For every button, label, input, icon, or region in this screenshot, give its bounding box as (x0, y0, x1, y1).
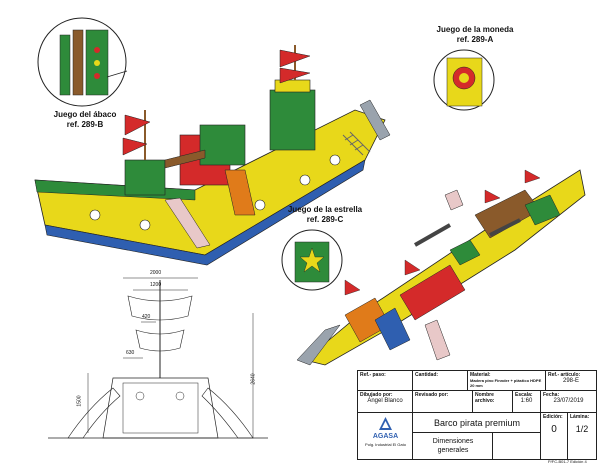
drawing-subtitle-line1: Dimensiones (432, 438, 474, 445)
revisado-cell: Revisado por: (413, 391, 473, 413)
title-block: Ref.- paso: Cantidad: Material: Madera p… (357, 370, 597, 460)
coin-callout-ref: ref. 289-A (456, 35, 494, 44)
cantidad-cell: Cantidad: (413, 371, 468, 391)
coin-callout-title: Juego de la moneda (436, 25, 514, 34)
ref-articulo-cell: Ref.- artículo: 298-E (546, 371, 596, 391)
dim-2640: 2640 (250, 373, 257, 385)
drawing-subtitle-cell: Dimensiones generales (413, 433, 493, 459)
edicion-label: Edición: (543, 414, 563, 420)
company-address: Polg. Industrial El Gato (365, 442, 406, 447)
coin-detail-circle (433, 49, 495, 111)
abacus-callout: Juego del ábaco ref. 289-B (35, 110, 135, 130)
dim-1500: 1500 (76, 395, 83, 407)
ship-isometric-view-main (34, 45, 391, 266)
fecha-value: 23/07/2019 (553, 398, 584, 404)
edicion-value: 0 (551, 424, 557, 435)
fecha-cell: Fecha: 23/07/2019 (541, 391, 596, 413)
footer-code: P/FC-B01-7 Edición 4 (548, 459, 587, 464)
dim-1200: 1200 (150, 282, 162, 288)
nombre-archivo-cell: Nombre archivo: (473, 391, 513, 413)
company-logo-cell: AGASA Polg. Industrial El Gato (358, 413, 413, 459)
nombre-archivo-label: Nombre archivo: (475, 392, 495, 404)
drawing-title-cell: Barco pirata premium (413, 413, 541, 433)
ref-paso-cell: Ref.- paso: (358, 371, 413, 391)
dibujado-label: Dibujado por: (360, 392, 393, 398)
ship-isometric-view-top (296, 169, 586, 366)
dim-2000: 2000 (150, 270, 162, 276)
lamina-label: Lámina: (570, 414, 590, 420)
dibujado-cell: Dibujado por: Ángel Blanco (358, 391, 413, 413)
fecha-label: Fecha: (543, 392, 560, 398)
company-name: AGASA (372, 433, 399, 440)
dim-630: 630 (126, 350, 135, 356)
material-label: Material: (470, 372, 491, 378)
lamina-value: 1/2 (575, 424, 589, 434)
material-cell: Material: Madera pino Finnder + plástico… (468, 371, 546, 391)
ref-articulo-value: 298-E (562, 378, 579, 384)
escala-label: Escala: (515, 392, 533, 398)
coin-callout: Juego de la moneda ref. 289-A (420, 25, 530, 45)
drawing-title: Barco pirata premium (433, 418, 521, 428)
ref-paso-label: Ref.- paso: (360, 372, 386, 378)
material-value: Madera pino Finnder + plástico HDPE 20 m… (470, 378, 542, 388)
abacus-detail-circle (37, 17, 128, 107)
cantidad-label: Cantidad: (415, 372, 439, 378)
abacus-callout-ref: ref. 289-B (66, 120, 104, 129)
company-logo-icon (379, 417, 392, 430)
lamina-cell: Lámina: 1/2 (568, 413, 596, 459)
star-callout-title: Juego de la estrella (287, 205, 363, 214)
star-callout: Juego de la estrella ref. 289-C (275, 205, 375, 225)
ref-articulo-label: Ref.- artículo: (548, 372, 581, 378)
dibujado-value: Ángel Blanco (367, 398, 403, 404)
escala-value: 1:60 (520, 398, 533, 404)
edicion-cell: Edición: 0 (541, 413, 568, 459)
abacus-callout-title: Juego del ábaco (53, 110, 117, 119)
star-callout-ref: ref. 289-C (306, 215, 344, 224)
dim-420: 420 (142, 314, 151, 320)
revisado-label: Revisado por: (415, 392, 449, 398)
drawing-subtitle-line2: generales (437, 447, 469, 454)
empty-cell (493, 433, 541, 459)
escala-cell: Escala: 1:60 (513, 391, 541, 413)
star-detail-circle (281, 229, 343, 291)
front-elevation-drawing (48, 277, 268, 439)
